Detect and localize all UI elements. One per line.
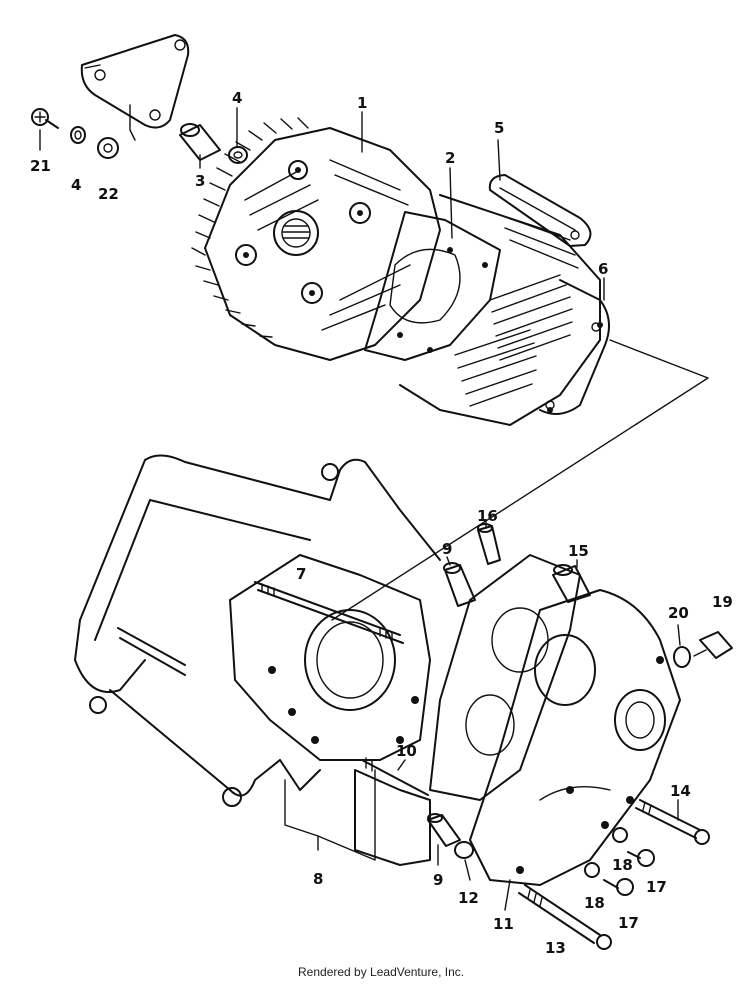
base-gasket[interactable] xyxy=(539,279,610,415)
crankcase-cover[interactable] xyxy=(469,589,681,886)
washer-18-lower[interactable] xyxy=(584,862,600,878)
dowel-9-upper[interactable] xyxy=(443,562,476,607)
pin-16[interactable] xyxy=(477,523,501,565)
washer-22[interactable] xyxy=(97,137,119,159)
callout-12: 12 xyxy=(458,889,479,907)
screw-17-lower[interactable] xyxy=(603,878,634,896)
callout-8: 8 xyxy=(313,870,323,888)
callout-6: 6 xyxy=(598,260,608,278)
bolt-14[interactable] xyxy=(635,799,710,845)
callout-14: 14 xyxy=(670,782,691,800)
exhaust-gasket[interactable] xyxy=(488,174,592,247)
spacer-3[interactable] xyxy=(179,123,221,161)
callout-15: 15 xyxy=(568,542,589,560)
leader-lines xyxy=(39,107,681,911)
washer-4-right[interactable] xyxy=(228,146,248,164)
sleeve-15[interactable] xyxy=(552,564,591,603)
bracket-plate[interactable] xyxy=(80,34,190,141)
callout-9-upper: 9 xyxy=(442,540,452,558)
footer-credit: Rendered by LeadVenture, Inc. xyxy=(298,965,464,979)
stud-7[interactable] xyxy=(254,581,404,644)
cylinder-head[interactable] xyxy=(191,117,441,361)
washer-20[interactable] xyxy=(673,646,691,668)
head-gasket[interactable] xyxy=(364,211,501,361)
crankcase[interactable] xyxy=(74,454,441,866)
callout-17-lower: 17 xyxy=(618,914,639,932)
callout-11: 11 xyxy=(493,915,514,933)
bolt-13[interactable] xyxy=(518,884,612,950)
callout-4-left: 4 xyxy=(71,176,81,194)
callout-18-upper: 18 xyxy=(612,856,633,874)
callout-4-top: 4 xyxy=(232,89,242,107)
callout-13: 13 xyxy=(545,939,566,957)
callout-1: 1 xyxy=(357,94,367,112)
callout-9-lower: 9 xyxy=(433,871,443,889)
callout-2: 2 xyxy=(445,149,455,167)
cylinder-barrel[interactable] xyxy=(399,194,603,426)
bolt-19[interactable] xyxy=(693,631,733,659)
callout-5: 5 xyxy=(494,119,504,137)
callout-20: 20 xyxy=(668,604,689,622)
washer-18-upper[interactable] xyxy=(612,827,628,843)
callout-16: 16 xyxy=(477,507,498,525)
callout-7: 7 xyxy=(296,565,306,583)
dowel-9-lower[interactable] xyxy=(427,813,461,847)
callout-19: 19 xyxy=(712,593,733,611)
lockwasher-4[interactable] xyxy=(70,126,86,144)
callout-10: 10 xyxy=(396,742,417,760)
stud-10[interactable] xyxy=(361,757,429,796)
screw-17-upper[interactable] xyxy=(627,849,655,867)
callout-17-upper: 17 xyxy=(646,878,667,896)
callout-21: 21 xyxy=(30,157,51,175)
callout-3: 3 xyxy=(195,172,205,190)
callout-22: 22 xyxy=(98,185,119,203)
callout-18-lower: 18 xyxy=(584,894,605,912)
callout-labels: 1 2 3 4 5 6 21 4 22 7 8 9 9 10 11 12 13 … xyxy=(30,89,733,957)
screw-21[interactable] xyxy=(31,108,59,129)
assembly-guide-lines xyxy=(84,64,709,621)
oring-12[interactable] xyxy=(454,841,474,859)
